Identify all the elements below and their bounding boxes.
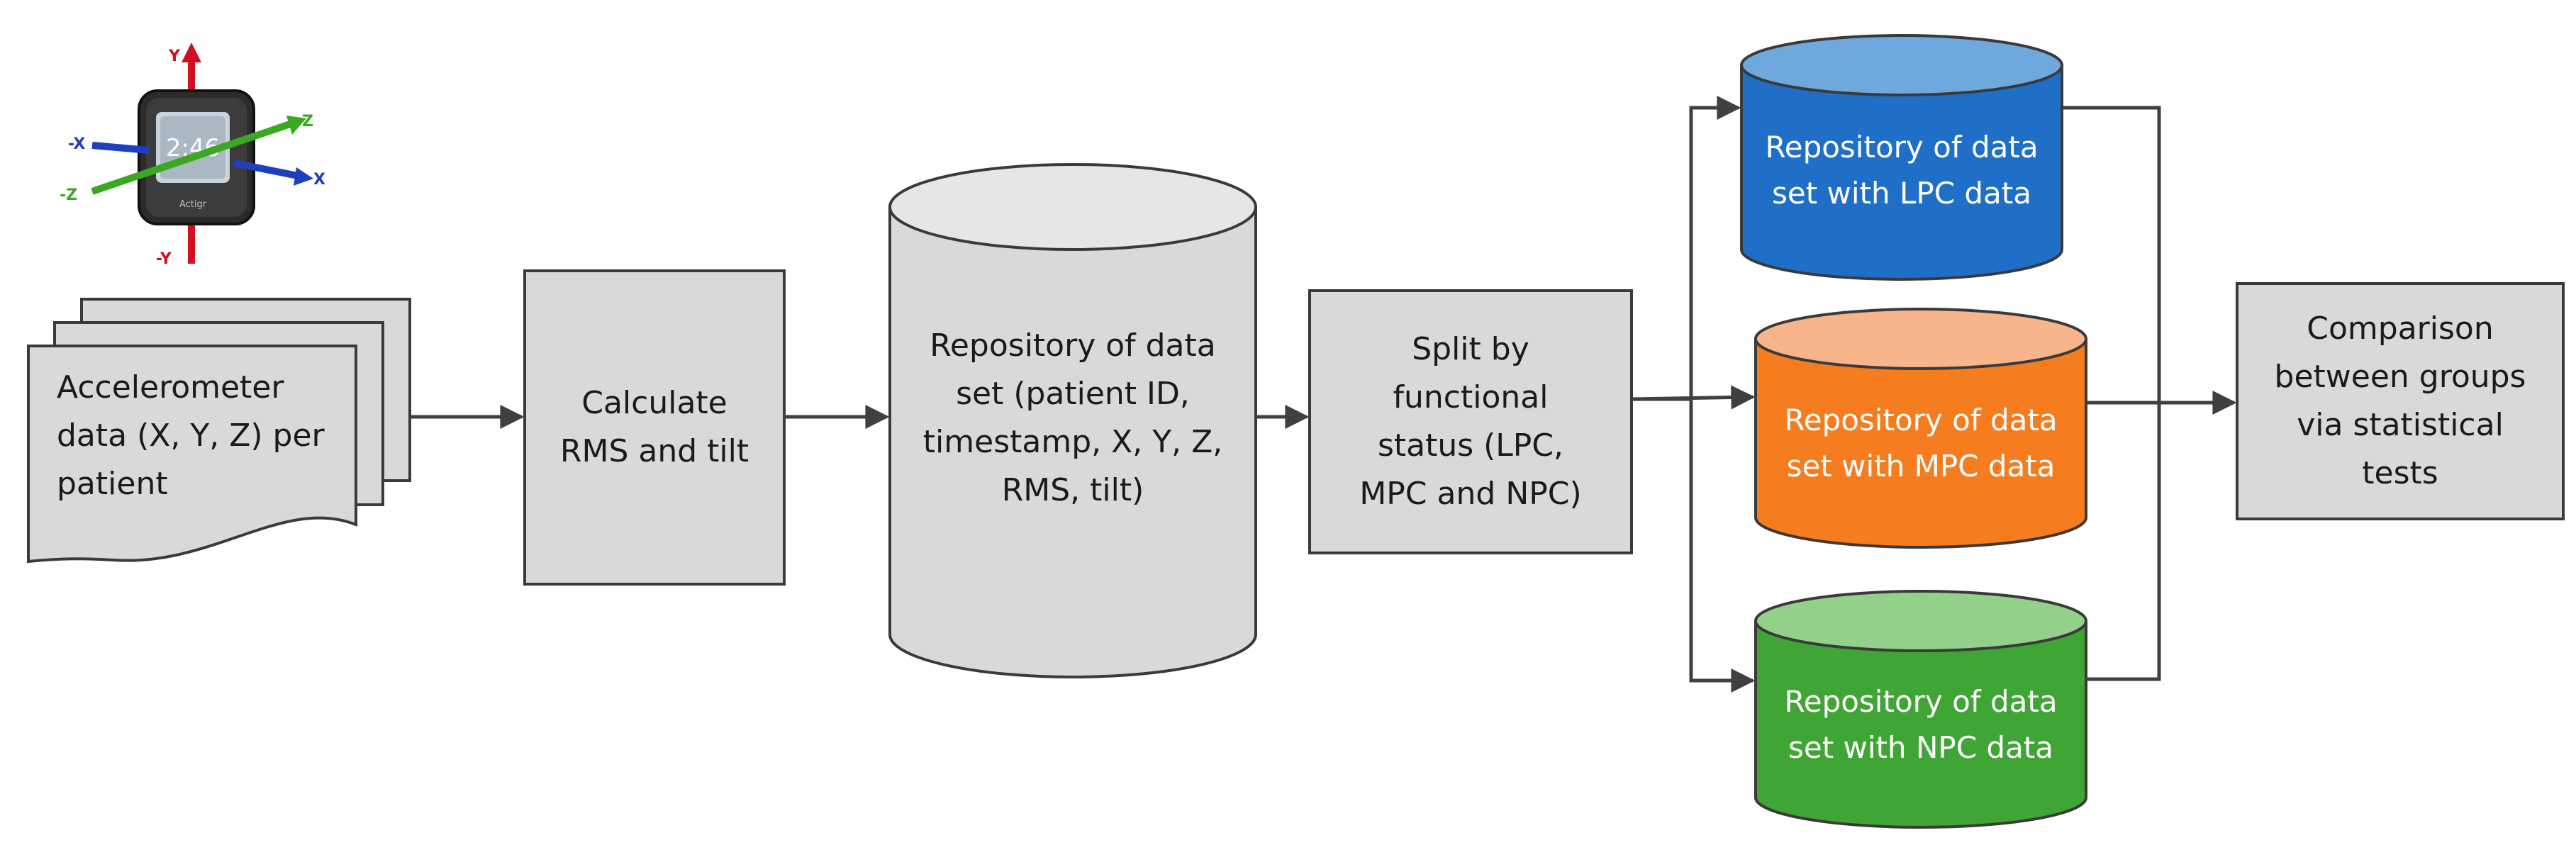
split-box bbox=[1308, 289, 1633, 554]
accelerometer-device-icon: 2:46 Actigr Y -Y X -X Z -Z bbox=[60, 43, 325, 268]
accelerometer-data-documents bbox=[27, 298, 411, 564]
npc-cylinder bbox=[1754, 590, 2087, 829]
repository-cylinder bbox=[888, 163, 1257, 678]
arrow-split-to-mpc bbox=[1631, 385, 1756, 410]
mpc-cylinder bbox=[1754, 308, 2087, 549]
lpc-cylinder bbox=[1740, 34, 2063, 281]
axis-label-neg-y: -Y bbox=[156, 250, 172, 268]
z-axis-arrow bbox=[91, 118, 298, 195]
arrow-split-to-lpc bbox=[1689, 96, 1741, 399]
axis-label-neg-z: -Z bbox=[60, 186, 77, 204]
lpc-out-line bbox=[2062, 106, 2161, 681]
axis-label-x: X bbox=[313, 171, 325, 189]
calculate-box bbox=[523, 269, 786, 586]
arrow-split-to-npc bbox=[1689, 399, 1756, 693]
axis-label-z: Z bbox=[302, 113, 313, 130]
device-brand: Actigr bbox=[179, 199, 207, 210]
x-axis-arrow bbox=[233, 160, 306, 181]
axis-label-y: Y bbox=[168, 47, 181, 65]
comparison-box bbox=[2236, 282, 2565, 520]
axis-label-neg-x: -X bbox=[68, 135, 85, 153]
connectors bbox=[410, 96, 2237, 693]
neg-x-axis-line bbox=[91, 142, 150, 154]
